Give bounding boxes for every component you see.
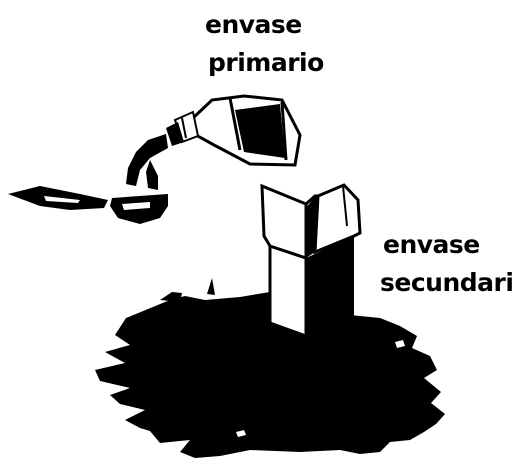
primary-label-line2: primario	[208, 50, 324, 75]
box-icon	[262, 185, 360, 336]
primary-label-line1: envase	[205, 12, 302, 37]
pour-stream	[126, 134, 168, 190]
small-spill-icon	[8, 186, 108, 210]
cup-icon	[110, 194, 168, 224]
secondary-label-line1: envase	[383, 232, 480, 257]
secondary-label-line2: secundario	[380, 270, 513, 295]
bottle-icon	[166, 96, 300, 165]
